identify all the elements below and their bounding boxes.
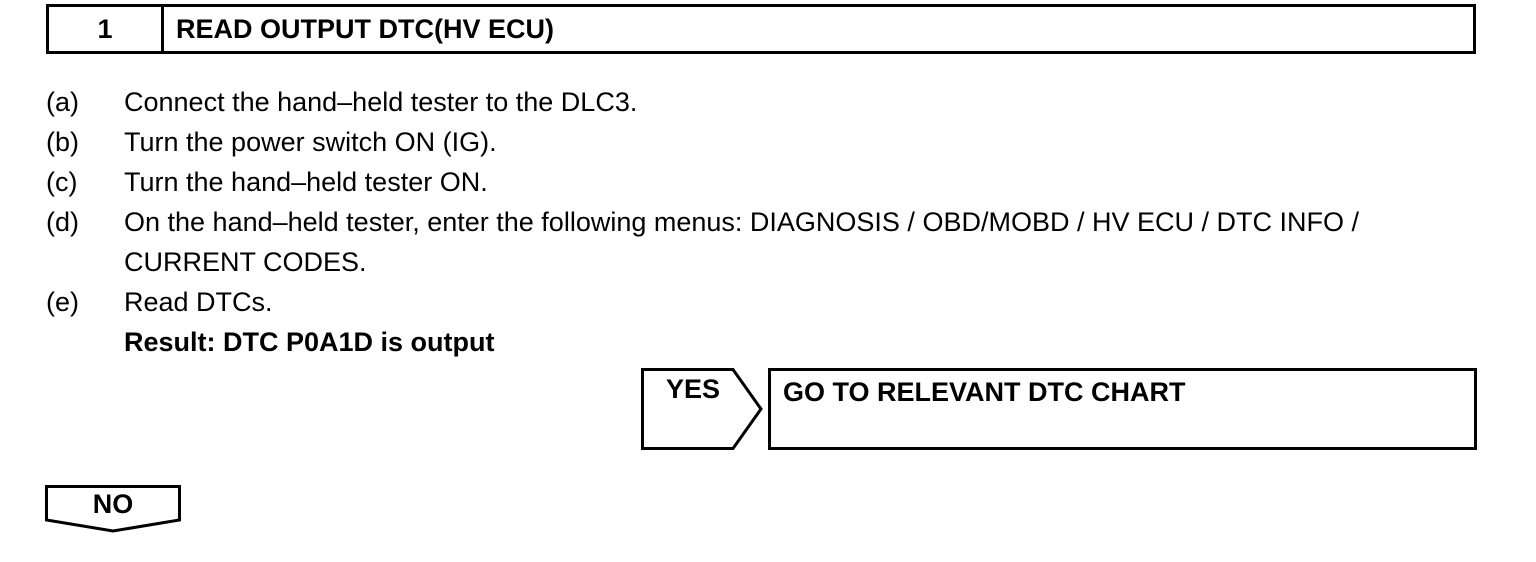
step-text: On the hand–held tester, enter the follo… [124,207,1359,277]
step-text: Read DTCs. [124,287,273,317]
step-item-b: (b) Turn the power switch ON (IG). [46,122,1486,162]
step-text: Turn the power switch ON (IG). [124,127,497,157]
yes-action-box: GO TO RELEVANT DTC CHART [768,368,1477,450]
step-item-e: (e) Read DTCs. [46,282,1486,322]
step-item-a: (a) Connect the hand–held tester to the … [46,82,1486,122]
result-text: Result: DTC P0A1D is output [124,327,495,357]
yes-action-text: GO TO RELEVANT DTC CHART [783,377,1186,407]
step-letter: (e) [46,287,79,317]
step-letter: (a) [46,87,79,117]
step-text: Turn the hand–held tester ON. [124,167,488,197]
step-letter: (d) [46,207,79,237]
step-letter: (b) [46,127,79,157]
step-number: 1 [49,7,164,51]
step-text: Connect the hand–held tester to the DLC3… [124,87,638,117]
step-item-d: (d) On the hand–held tester, enter the f… [46,202,1486,282]
step-header: 1 READ OUTPUT DTC(HV ECU) [46,4,1476,54]
yes-arrow-icon [641,368,763,450]
procedure-steps: (a) Connect the hand–held tester to the … [46,82,1486,362]
step-letter: (c) [46,167,78,197]
step-title: READ OUTPUT DTC(HV ECU) [176,13,554,44]
yes-label: YES [666,374,721,404]
no-label: NO [92,489,134,519]
no-arrow-icon [45,485,181,533]
step-item-c: (c) Turn the hand–held tester ON. [46,162,1486,202]
